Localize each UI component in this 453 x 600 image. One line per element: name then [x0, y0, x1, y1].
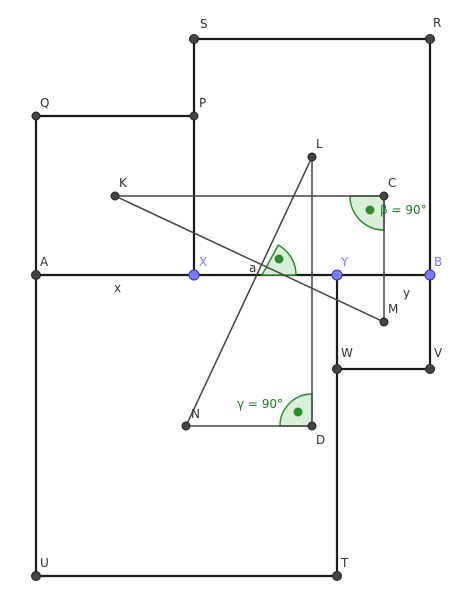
angle-label-beta: β = 90° [380, 203, 427, 217]
square-ut [34, 275, 339, 578]
segment-label-a: a [249, 261, 256, 275]
point-u[interactable] [31, 571, 41, 581]
point-r[interactable] [425, 34, 435, 44]
point-p[interactable] [189, 111, 199, 121]
point-t[interactable] [332, 571, 342, 581]
point-s[interactable] [189, 34, 199, 44]
label-c: C [388, 176, 396, 190]
point-q[interactable] [31, 111, 41, 121]
label-k: K [119, 176, 128, 190]
segment-label-x: x [114, 281, 121, 295]
label-s: S [200, 17, 208, 31]
point-d[interactable] [307, 421, 317, 431]
angle-dot-gamma [293, 407, 303, 417]
point-x[interactable] [188, 269, 200, 281]
segment-km [114, 195, 385, 323]
point-l[interactable] [307, 152, 317, 162]
point-w[interactable] [332, 364, 342, 374]
point-v[interactable] [425, 364, 435, 374]
label-r: R [433, 16, 441, 30]
angle-dot-a [274, 254, 284, 264]
point-n[interactable] [181, 421, 191, 431]
point-c[interactable] [379, 191, 389, 201]
label-m: M [388, 302, 398, 316]
label-q: Q [40, 96, 49, 110]
segment-label-y: y [403, 286, 410, 300]
point-m[interactable] [379, 317, 389, 327]
segment-ln [185, 156, 313, 427]
angle-label-gamma: γ = 90° [237, 397, 283, 411]
label-a: A [40, 255, 49, 269]
point-b[interactable] [424, 269, 436, 281]
label-d: D [316, 433, 325, 447]
point-a[interactable] [31, 270, 41, 280]
point-k[interactable] [110, 191, 120, 201]
label-t: T [340, 556, 349, 570]
label-v: V [434, 346, 443, 360]
label-p: P [199, 96, 206, 110]
label-u: U [40, 556, 49, 570]
point-y[interactable] [331, 269, 343, 281]
angle-dot-beta [365, 205, 375, 215]
label-w: W [341, 346, 353, 360]
label-x: X [199, 255, 207, 269]
label-l: L [316, 137, 323, 151]
label-b: B [434, 255, 442, 269]
label-n: N [191, 407, 200, 421]
label-y: Y [340, 255, 349, 269]
